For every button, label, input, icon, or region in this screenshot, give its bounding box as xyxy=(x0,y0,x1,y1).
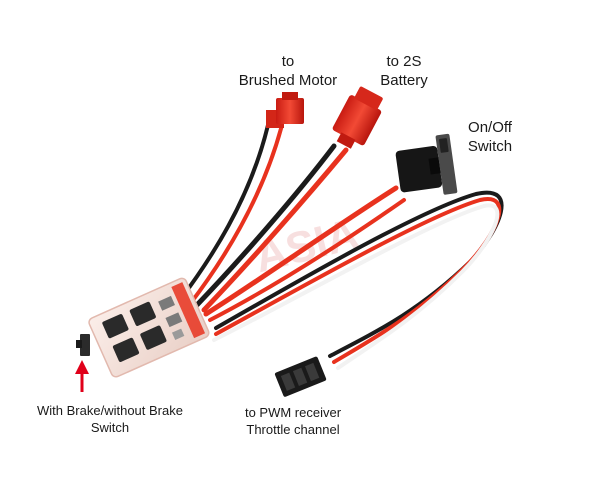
label-pwm-receiver-line1: to PWM receiver xyxy=(244,405,342,420)
label-on-off-switch: On/Off Switch xyxy=(450,118,530,156)
brake-arrow-icon xyxy=(75,360,89,392)
label-brake-switch-line1: With Brake/without Brake xyxy=(37,403,183,418)
label-on-off-switch-line2: Switch xyxy=(467,138,513,155)
label-brake-switch-line2: Switch xyxy=(90,420,130,435)
label-2s-battery: to 2S Battery xyxy=(364,52,444,90)
motor-connector xyxy=(266,92,304,128)
on-off-switch xyxy=(395,133,458,195)
servo-connector xyxy=(274,356,327,397)
label-brushed-motor-line2: Brushed Motor xyxy=(238,72,338,89)
battery-wires xyxy=(193,143,349,313)
brake-switch xyxy=(76,334,90,356)
label-pwm-receiver: to PWM receiver Throttle channel xyxy=(228,404,358,438)
label-brushed-motor: to Brushed Motor xyxy=(228,52,348,90)
label-brushed-motor-line1: to xyxy=(281,53,295,70)
label-pwm-receiver-line2: Throttle channel xyxy=(246,422,340,437)
battery-connector xyxy=(332,86,383,149)
label-2s-battery-line2: Battery xyxy=(380,72,428,89)
label-2s-battery-line1: to 2S xyxy=(386,53,422,70)
label-brake-switch: With Brake/without Brake Switch xyxy=(20,402,200,436)
switch-wires xyxy=(203,185,406,322)
esc-board xyxy=(88,277,210,378)
servo-lead-wires xyxy=(212,190,504,370)
label-on-off-switch-line1: On/Off xyxy=(468,119,512,136)
motor-wires xyxy=(178,123,284,306)
